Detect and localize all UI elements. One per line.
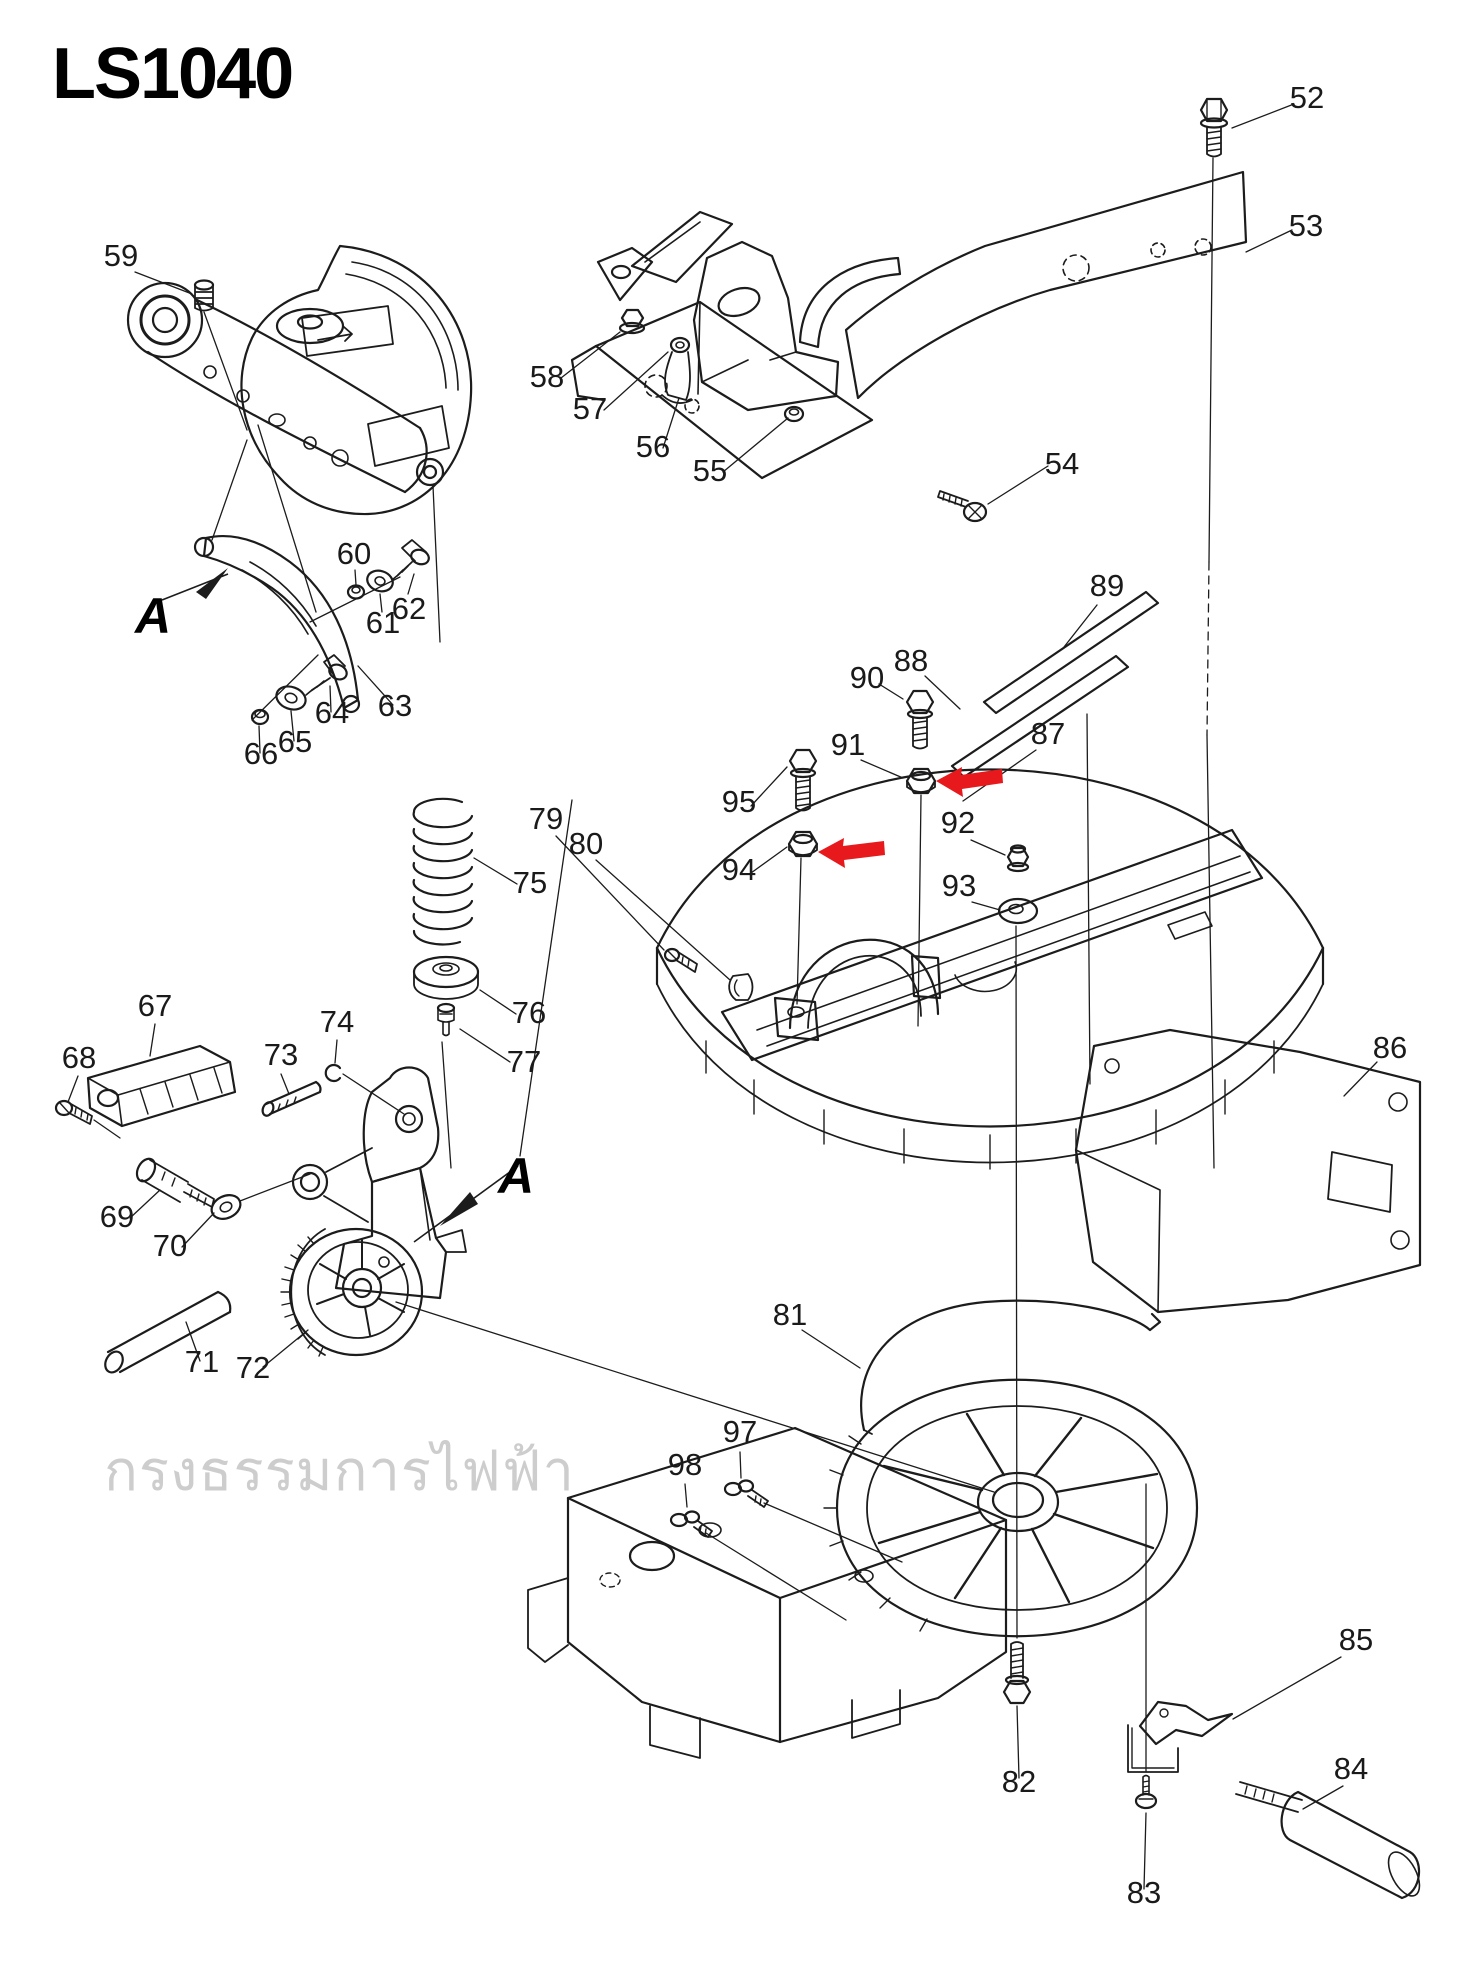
fence-holder-drawing [570, 210, 902, 480]
gear-72-drawing [280, 1227, 424, 1357]
part-label-63: 63 [378, 688, 412, 723]
handle-84-drawing [1235, 1781, 1421, 1900]
highlight-arrow-94 [818, 838, 885, 868]
strip-89-drawing [982, 590, 1160, 715]
part-label-85: 85 [1339, 1622, 1373, 1657]
lever-63-drawing [193, 534, 361, 714]
red-arrow-icon [936, 767, 1003, 797]
part-label-59: 59 [104, 238, 138, 273]
bolt-82-drawing [1002, 1641, 1032, 1705]
fence-plate-53-drawing [844, 170, 1248, 400]
part-label-54: 54 [1045, 446, 1079, 481]
view-marker-a2: A [496, 1148, 534, 1204]
part-label-70: 70 [153, 1228, 187, 1263]
part-label-58: 58 [530, 359, 564, 394]
part-label-57: 57 [573, 391, 607, 426]
part-label-62: 62 [392, 591, 426, 626]
part-label-67: 67 [138, 988, 172, 1023]
part-label-68: 68 [62, 1040, 96, 1075]
part-label-52: 52 [1290, 80, 1324, 115]
washer-70-drawing [210, 1194, 242, 1220]
part-label-64: 64 [315, 695, 349, 730]
screw-68-drawing [54, 1099, 93, 1125]
part-label-61: 61 [366, 605, 400, 640]
part-54-drawing [937, 490, 988, 523]
part-label-73: 73 [264, 1037, 298, 1072]
part-label-93: 93 [942, 868, 976, 903]
screw-98-drawing [669, 1510, 713, 1538]
part-label-87: 87 [1031, 716, 1065, 751]
part-label-84: 84 [1334, 1751, 1368, 1786]
knuckle-body-drawing [291, 1066, 467, 1300]
part-label-92: 92 [941, 805, 975, 840]
part-64-65-66-drawing [250, 654, 348, 726]
part-59-drawing [193, 279, 215, 312]
screw-79-drawing [663, 947, 698, 973]
part-label-83: 83 [1127, 1875, 1161, 1910]
view-marker-a1: A [133, 588, 171, 644]
part-label-95: 95 [722, 784, 756, 819]
page-title: LS1040 [52, 34, 292, 114]
part-label-80: 80 [569, 826, 603, 861]
part-label-65: 65 [278, 724, 312, 759]
part-label-86: 86 [1373, 1030, 1407, 1065]
part-label-76: 76 [512, 995, 546, 1030]
watermark-text: กรงธรรมการไฟฟ้า [104, 1439, 575, 1502]
part-label-88: 88 [894, 643, 928, 678]
screw-83-drawing [1134, 1774, 1158, 1810]
red-arrow-icon [818, 838, 885, 868]
blade-case-dome-drawing [773, 938, 942, 1042]
bolt-95-drawing [788, 748, 818, 812]
ring-74-drawing [324, 1063, 342, 1083]
locknut-92-drawing [1006, 844, 1030, 873]
turn-base-87-drawing [655, 768, 1325, 1170]
part-labels: 52 53 54 55 56 57 58 59 60 61 62 63 64 6… [62, 80, 1407, 1910]
bolt-69-drawing [135, 1157, 215, 1208]
clip-85-drawing [1127, 1700, 1234, 1773]
part-label-71: 71 [185, 1344, 219, 1379]
base-86-drawing [527, 1028, 1422, 1759]
bracket-67-drawing [86, 1044, 237, 1128]
part-label-79: 79 [529, 801, 563, 836]
part-label-74: 74 [320, 1004, 354, 1039]
part-label-89: 89 [1090, 568, 1124, 603]
spring-75-drawing [412, 797, 474, 946]
blade-guard-drawing [126, 244, 473, 516]
part-label-97: 97 [723, 1414, 757, 1449]
part-55-58-drawing [618, 308, 805, 423]
part-label-77: 77 [507, 1044, 541, 1079]
view-marker-a1-arrow [161, 568, 229, 601]
pin-77-drawing [436, 1002, 456, 1037]
view-marker-a2-arrow [413, 1165, 519, 1243]
part-label-55: 55 [693, 453, 727, 488]
ring-81-drawing [860, 1299, 1162, 1435]
rod-71-drawing [104, 1290, 232, 1374]
part-label-53: 53 [1289, 208, 1323, 243]
part-label-60: 60 [337, 536, 371, 571]
nut-94-drawing [787, 830, 819, 858]
part-label-72: 72 [236, 1350, 270, 1385]
part-label-98: 98 [668, 1447, 702, 1482]
part-label-94: 94 [722, 852, 756, 887]
part-label-91: 91 [831, 727, 865, 762]
part-label-90: 90 [850, 660, 884, 695]
screw-97-drawing [723, 1479, 769, 1508]
part-52-drawing [1199, 97, 1229, 158]
part-label-82: 82 [1002, 1764, 1036, 1799]
part-label-66: 66 [244, 736, 278, 771]
part-label-75: 75 [513, 865, 547, 900]
seat-76-drawing [412, 955, 480, 1000]
part-label-69: 69 [100, 1199, 134, 1234]
part-label-81: 81 [773, 1297, 807, 1332]
clip-80-drawing [728, 973, 754, 1001]
part-label-56: 56 [636, 429, 670, 464]
pin-73-drawing [261, 1080, 322, 1117]
highlight-arrow-91 [936, 767, 1003, 797]
bolt-90-drawing [905, 689, 935, 750]
